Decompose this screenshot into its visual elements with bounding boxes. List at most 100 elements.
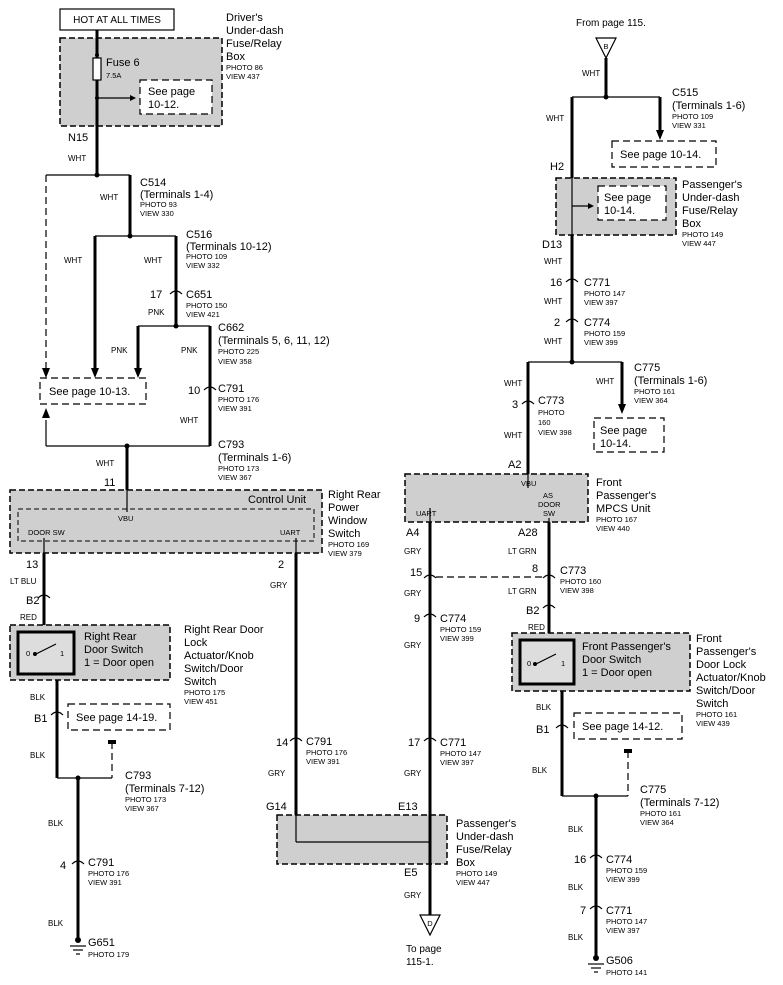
c774a-photo: PHOTO 159 — [584, 329, 625, 338]
arrow-right-icon — [130, 95, 136, 101]
pin-8: 8 — [532, 563, 538, 575]
switch-contact — [535, 653, 557, 665]
c516-view: VIEW 332 — [186, 261, 220, 270]
c771a-view: VIEW 397 — [584, 298, 618, 307]
arrow-right-icon — [588, 203, 594, 209]
from-page-label: From page 115. — [576, 18, 646, 29]
wire-color-blk: BLK — [30, 693, 46, 702]
ref-page-10-14-c-line1: See page — [600, 425, 647, 437]
connector-symbol — [37, 594, 51, 599]
c514-terminals: (Terminals 1-4) — [140, 189, 213, 201]
c771b-photo: PHOTO 147 — [440, 749, 481, 758]
c662-label: C662 — [218, 322, 244, 334]
wire-color-wht: WHT — [96, 459, 114, 468]
ref-page-14-19[interactable] — [67, 703, 171, 731]
pin-14: 14 — [276, 737, 288, 749]
c662-view: VIEW 358 — [218, 357, 252, 366]
c793a-view: VIEW 367 — [218, 473, 252, 482]
c791b-photo: PHOTO 176 — [88, 869, 129, 878]
splice-dot — [94, 172, 100, 178]
connector-symbol — [589, 905, 603, 910]
wire-color-wht: WHT — [504, 379, 522, 388]
splice-dot — [603, 94, 609, 100]
c771b-view: VIEW 397 — [440, 758, 474, 767]
connector-symbol — [542, 604, 556, 609]
wire-color-wht: WHT — [68, 154, 86, 163]
pin-2b: 2 — [554, 317, 560, 329]
right-rear-power-window-switch — [9, 489, 323, 554]
connector-d-icon — [419, 914, 441, 937]
pin-4: 4 — [60, 860, 66, 872]
fp-door-view: VIEW 439 — [696, 719, 730, 728]
pin-10: 10 — [188, 385, 200, 397]
wire-color-wht: WHT — [544, 337, 562, 346]
wire-color-blk: BLK — [48, 819, 64, 828]
sw-label: SW — [543, 509, 556, 518]
pass-box-top-photo: PHOTO 149 — [682, 230, 723, 239]
ref-page-14-12[interactable] — [573, 712, 683, 740]
pin-b1b: B1 — [536, 724, 549, 736]
fp-door-inner-3: 1 = Door open — [582, 667, 652, 679]
arrow-down-icon — [91, 368, 99, 378]
connector-symbol — [521, 400, 535, 405]
wire-color-gry: GRY — [268, 769, 286, 778]
mpcs-view: VIEW 440 — [596, 524, 630, 533]
wire-color-ltgrn: LT GRN — [508, 547, 537, 556]
c793b-view: VIEW 367 — [125, 804, 159, 813]
c775a-terminals: (Terminals 1-6) — [634, 375, 707, 387]
c662-terminals: (Terminals 5, 6, 11, 12) — [218, 335, 330, 347]
connector-c791-symbol — [203, 386, 217, 391]
control-unit-label: Control Unit — [248, 494, 306, 506]
c774c-label: C774 — [606, 854, 632, 866]
ref-page-10-14-a[interactable] — [611, 140, 717, 168]
ref-page-10-12[interactable] — [139, 79, 213, 115]
rr-door-inner-3: 1 = Door open — [84, 657, 154, 669]
pass-box-bot-title-1: Passenger's — [456, 818, 517, 830]
wire-color-blk: BLK — [48, 919, 64, 928]
door-switch-symbol — [16, 630, 76, 676]
ref-page-10-14-c[interactable] — [593, 417, 665, 453]
rr-door-view: VIEW 451 — [184, 697, 218, 706]
pin-9: 9 — [414, 613, 420, 625]
c793b-terminals: (Terminals 7-12) — [125, 783, 204, 795]
mpcs-photo: PHOTO 167 — [596, 515, 637, 524]
ref-page-10-13-label: See page 10-13. — [49, 386, 130, 398]
wire-color-wht: WHT — [64, 256, 82, 265]
wire-color-blk: BLK — [536, 703, 552, 712]
connector-symbol — [423, 613, 437, 618]
c771c-label: C771 — [606, 905, 632, 917]
pin-2: 2 — [278, 559, 284, 571]
pass-box-top-title-2: Under-dash — [682, 192, 739, 204]
c774a-label: C774 — [584, 317, 610, 329]
c775b-terminals: (Terminals 7-12) — [640, 797, 719, 809]
c774c-view: VIEW 399 — [606, 875, 640, 884]
ref-page-10-14-b[interactable] — [597, 185, 667, 221]
pass-box-top-title-3: Fuse/Relay — [682, 205, 738, 217]
wire-color-gry: GRY — [404, 547, 422, 556]
c651-view: VIEW 421 — [186, 310, 220, 319]
ref-page-10-14-b-line1: See page — [604, 192, 651, 204]
ref-page-10-13[interactable] — [39, 377, 147, 405]
c773a-view: VIEW 398 — [538, 428, 572, 437]
c514-photo: PHOTO 93 — [140, 200, 177, 209]
c516-photo: PHOTO 109 — [186, 252, 227, 261]
pass-box-top-view: VIEW 447 — [682, 239, 716, 248]
ref-page-10-14-b-line2: 10-14. — [604, 205, 635, 217]
arrow-down-icon — [42, 368, 50, 378]
c791a-label: C791 — [218, 383, 244, 395]
pin-n15: N15 — [68, 132, 88, 144]
connector-b-icon — [595, 37, 617, 60]
pin-b1: B1 — [34, 713, 47, 725]
door-sw-label: DOOR SW — [28, 528, 66, 537]
connector-symbol — [423, 737, 437, 742]
wire-color-red: RED — [20, 613, 37, 622]
front-passengers-mpcs-unit — [404, 473, 589, 523]
wire-color-wht: WHT — [144, 256, 162, 265]
c515-terminals: (Terminals 1-6) — [672, 100, 745, 112]
c773a-label: C773 — [538, 395, 564, 407]
pin-b2: B2 — [26, 595, 39, 607]
wire-color-wht: WHT — [180, 416, 198, 425]
rr-door-photo: PHOTO 175 — [184, 688, 225, 697]
drivers-box-title-4: Box — [226, 51, 245, 63]
to-page-line1: To page — [406, 944, 442, 955]
